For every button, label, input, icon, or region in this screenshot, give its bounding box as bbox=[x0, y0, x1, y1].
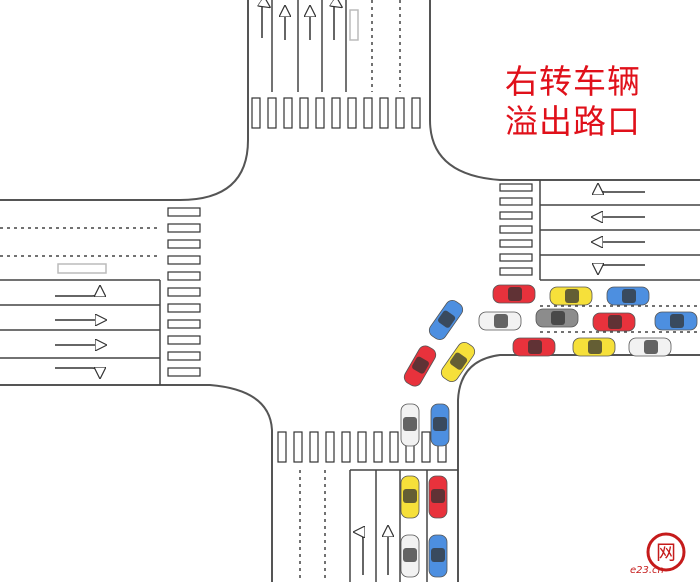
caption-line-2: 溢出路口 bbox=[505, 102, 641, 141]
watermark-text: e23.cn bbox=[630, 565, 664, 576]
car-east-queue bbox=[512, 337, 556, 357]
car-south-queue bbox=[430, 403, 450, 447]
east-crosswalk bbox=[499, 183, 533, 276]
curb-se bbox=[457, 354, 700, 582]
south-arrows bbox=[356, 528, 388, 575]
west-lanes bbox=[0, 227, 161, 385]
site-logo: 网 bbox=[646, 532, 686, 572]
car-windshield bbox=[622, 289, 636, 303]
car-windshield bbox=[450, 352, 468, 370]
car-windshield bbox=[551, 311, 565, 325]
car-east-queue bbox=[478, 311, 522, 331]
north-crosswalk bbox=[251, 97, 421, 129]
north-lanes bbox=[271, 0, 401, 92]
south-crosswalk bbox=[277, 431, 447, 463]
caption-line-1: 右转车辆 bbox=[505, 62, 641, 101]
west-crosswalk bbox=[167, 207, 201, 377]
car-east-queue bbox=[549, 286, 593, 306]
car-windshield bbox=[608, 315, 622, 329]
car-south-queue bbox=[428, 534, 448, 578]
car-windshield bbox=[431, 548, 445, 562]
car-east-queue bbox=[492, 284, 536, 304]
car-south-queue bbox=[428, 475, 448, 519]
car-windshield bbox=[412, 356, 429, 374]
car-turning bbox=[440, 341, 476, 383]
car-windshield bbox=[431, 489, 445, 503]
car-windshield bbox=[403, 489, 417, 503]
car-windshield bbox=[438, 310, 456, 328]
car-windshield bbox=[528, 340, 542, 354]
car-east-queue bbox=[628, 337, 672, 357]
car-east-queue bbox=[592, 312, 636, 332]
north-arrows bbox=[262, 4, 340, 40]
car-windshield bbox=[588, 340, 602, 354]
car-east-queue bbox=[572, 337, 616, 357]
car-south-queue bbox=[400, 534, 420, 578]
curb-ne bbox=[429, 0, 700, 181]
east-lanes bbox=[539, 180, 700, 333]
diagram-caption: 右转车辆 溢出路口 bbox=[505, 62, 665, 142]
south-lanes bbox=[299, 469, 458, 582]
vehicles bbox=[400, 284, 698, 578]
car-windshield bbox=[433, 417, 447, 431]
curb-sw bbox=[0, 384, 273, 582]
car-windshield bbox=[670, 314, 684, 328]
car-windshield bbox=[403, 548, 417, 562]
car-east-queue bbox=[654, 311, 698, 331]
car-windshield bbox=[644, 340, 658, 354]
car-windshield bbox=[403, 417, 417, 431]
car-east-queue bbox=[535, 308, 579, 328]
east-arrows bbox=[594, 186, 645, 272]
car-windshield bbox=[508, 287, 522, 301]
west-arrows bbox=[55, 288, 104, 376]
logo-glyph: 网 bbox=[656, 540, 676, 564]
car-east-queue bbox=[606, 286, 650, 306]
car-windshield bbox=[565, 289, 579, 303]
curb-nw bbox=[0, 0, 249, 201]
car-turning bbox=[403, 345, 437, 387]
car-south-queue bbox=[400, 403, 420, 447]
car-turning bbox=[428, 299, 464, 341]
car-south-queue bbox=[400, 475, 420, 519]
car-windshield bbox=[494, 314, 508, 328]
